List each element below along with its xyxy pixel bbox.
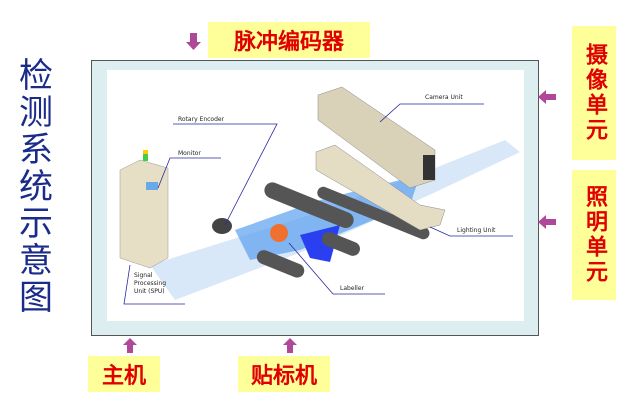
label-lighting-unit: Lighting Unit: [457, 227, 496, 234]
label-monitor: Monitor: [178, 150, 201, 157]
label-spu-1: Signal: [134, 272, 153, 279]
down-arrow-icon: [186, 33, 201, 50]
left-arrow-icon: [538, 90, 556, 104]
up-arrow-icon: [123, 338, 137, 353]
label-camera-text: 摄像单元: [582, 43, 607, 143]
label-lighting-text: 照明单元: [582, 185, 607, 285]
labeller-device: [270, 224, 288, 242]
diagram-title: 检测系统示意图: [19, 56, 53, 318]
rollers: [256, 182, 430, 278]
label-encoder: 脉冲编码器: [208, 22, 370, 58]
rotary-encoder-device: [212, 218, 232, 234]
up-arrow-icon: [283, 338, 297, 353]
arrow-icons: [123, 33, 556, 353]
label-lighting: 照明单元: [572, 170, 616, 300]
label-rotary-encoder: Rotary Encoder: [178, 116, 225, 123]
label-camera: 摄像单元: [572, 26, 616, 160]
label-labeller: Labeller: [340, 285, 365, 292]
label-spu-2: Processing: [134, 280, 166, 287]
label-labeler: 贴标机: [238, 356, 330, 392]
left-arrow-icon: [538, 215, 556, 229]
lighting-unit-device: [315, 144, 446, 231]
leader-lines: [123, 103, 513, 305]
spu-cabinet: [119, 159, 169, 269]
label-host: 主机: [88, 356, 160, 392]
label-camera-unit: Camera Unit: [425, 94, 463, 101]
label-spu-3: Unit (SPU): [134, 288, 165, 295]
